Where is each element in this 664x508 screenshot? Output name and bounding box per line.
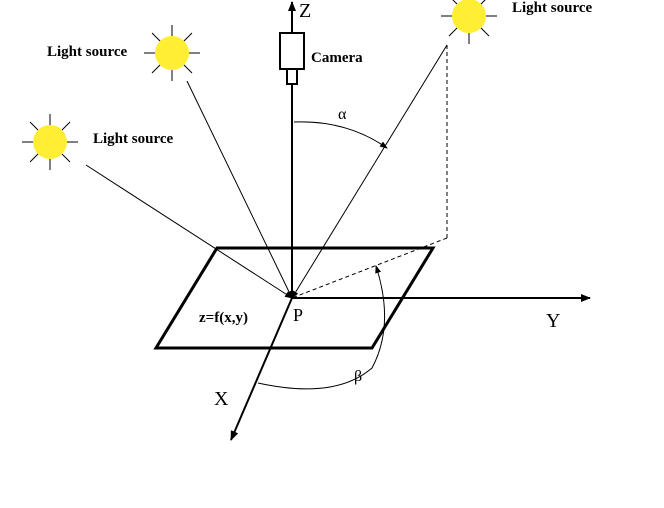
sun-icon-right xyxy=(441,0,497,44)
light-ray-left-lower xyxy=(85,164,293,299)
camera-icon xyxy=(279,32,305,85)
y-axis-label: Y xyxy=(546,310,560,332)
alpha-label: α xyxy=(338,106,347,123)
x-axis xyxy=(230,297,293,441)
surface-equation-label: z=f(x,y) xyxy=(199,310,248,326)
beta-label: β xyxy=(354,368,362,385)
x-axis-label: X xyxy=(214,388,229,410)
surface-plane xyxy=(153,246,436,350)
light-source-label-left-lower: Light source xyxy=(93,131,173,147)
beta-angle-arc xyxy=(257,265,386,390)
sun-icon-left-lower xyxy=(22,114,78,170)
z-axis-label: Z xyxy=(299,0,311,22)
point-p-label: P xyxy=(293,305,303,325)
alpha-angle-arc xyxy=(293,121,388,149)
light-source-label-left-upper: Light source xyxy=(47,44,127,60)
light-source-label-right: Light source xyxy=(512,0,592,16)
sun-icon-left-upper xyxy=(144,25,200,81)
light-ray-left-upper xyxy=(186,80,293,299)
light-ray-right xyxy=(291,44,448,299)
camera-label: Camera xyxy=(311,50,363,66)
